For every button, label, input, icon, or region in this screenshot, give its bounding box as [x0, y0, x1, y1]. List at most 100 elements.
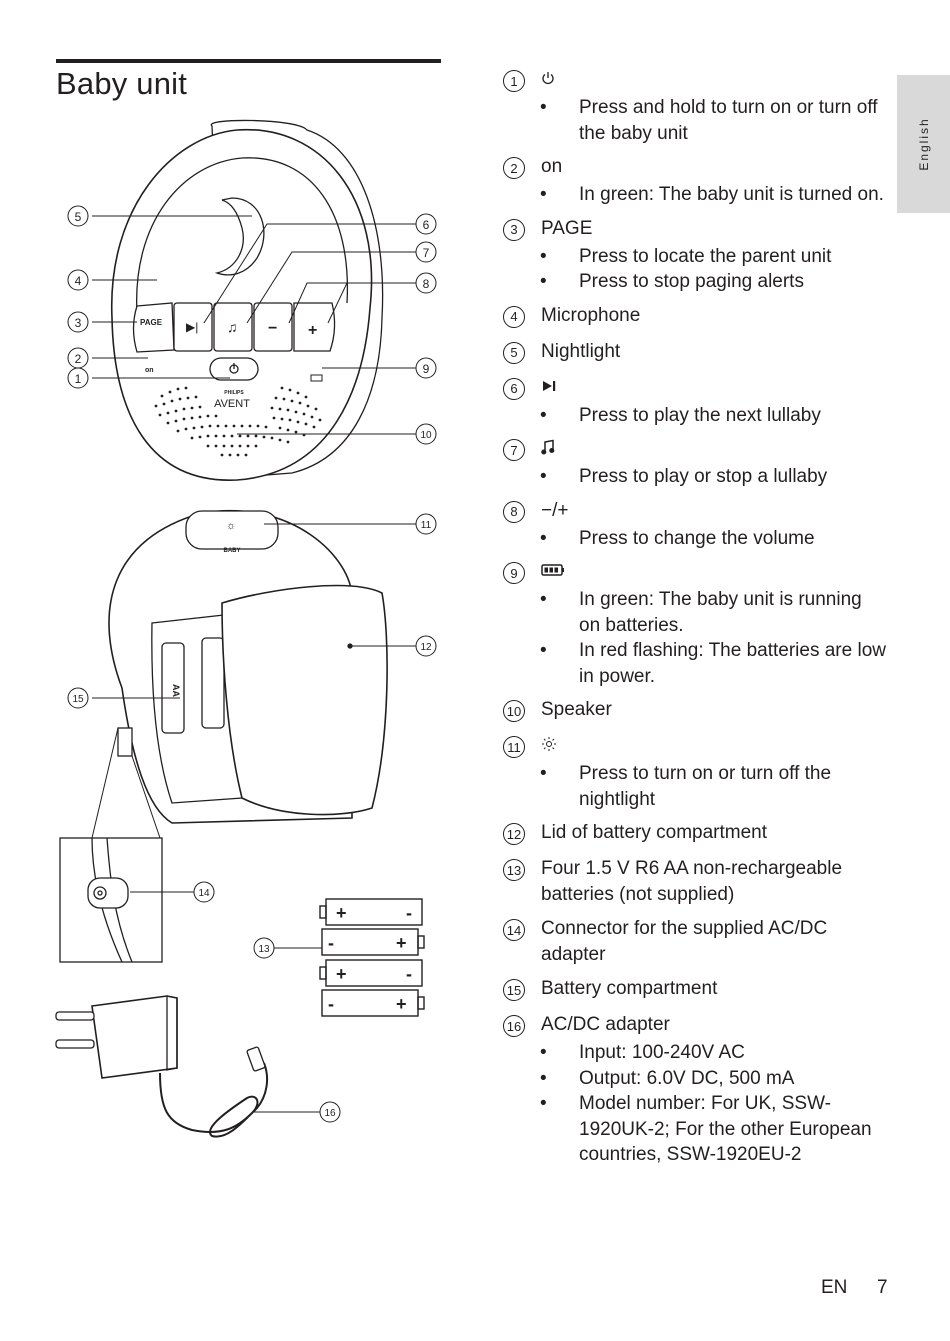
item-bullets: In green: The baby unit is turned on.: [503, 182, 888, 208]
moon-shape: [214, 197, 265, 276]
battery-3: [325, 959, 423, 987]
music-button: [213, 302, 253, 352]
battery-icon: [541, 559, 565, 581]
item-bullets: In green: The baby unit is running on ba…: [503, 587, 888, 689]
svg-text:14: 14: [198, 888, 210, 899]
svg-text:15: 15: [72, 694, 84, 705]
bullet-text: In green: The baby unit is running on ba…: [503, 587, 888, 638]
bullet-text: In green: The baby unit is turned on.: [503, 182, 888, 208]
list-item: 12 Lid of battery compartment: [503, 820, 888, 848]
svg-text:10: 10: [420, 430, 432, 441]
list-item: 14 Connector for the supplied AC/DC adapt…: [503, 916, 888, 968]
front-rim: [136, 157, 349, 314]
callout-circles: 5 4 3 2 1 6 7 8 9 10 11 12 15 14 13 16: [67, 205, 437, 1123]
item-bullets: Press to change the volume: [503, 526, 888, 552]
bullet-text: Press and hold to turn on or turn off th…: [503, 95, 888, 146]
front-callouts: [92, 215, 416, 435]
callout-13: [253, 937, 275, 959]
item-heading: 7: [503, 436, 888, 464]
battery-2: [321, 928, 419, 956]
item-label: Speaker: [541, 699, 612, 720]
item-number: 14: [503, 919, 525, 941]
bullet-text: In red flashing: The batteries are low i…: [503, 638, 888, 689]
nightlight-button-icon: ☼: [226, 520, 236, 532]
item-number: 15: [503, 979, 525, 1001]
page-title: Baby unit: [56, 66, 188, 101]
svg-text:3: 3: [75, 316, 82, 330]
on-indicator-label: on: [145, 367, 154, 374]
list-item: 6Press to play the next lullaby: [503, 375, 888, 429]
item-label: −/+: [541, 499, 569, 521]
baby-unit-illustration: PAGE ▶| ♫ − + on PHILIPS AVENT: [55, 119, 437, 1138]
connector-detail: [59, 837, 194, 963]
svg-text:16: 16: [324, 1108, 336, 1119]
item-number: 4: [503, 305, 525, 328]
baby-label: BABY: [223, 548, 240, 554]
item-number: 9: [503, 562, 525, 584]
svg-text:5: 5: [75, 210, 82, 224]
item-number: 8: [503, 500, 525, 523]
play-next-icon: [541, 375, 557, 397]
bullet-text: Press to turn on or turn off the nightli…: [503, 761, 888, 812]
item-heading: 14 Connector for the supplied AC/DC adapt…: [503, 916, 888, 968]
svg-text:6: 6: [423, 218, 430, 232]
aa-battery-label: AA: [171, 684, 181, 697]
list-item: 11Press to turn on or turn off the night…: [503, 733, 888, 812]
nightlight-icon: [541, 733, 557, 755]
item-label: on: [541, 156, 563, 177]
item-label: AC/DC adapter: [541, 1014, 670, 1035]
adapter-pin-1: [55, 1011, 95, 1021]
item-number: 3: [503, 218, 525, 241]
svg-text:2: 2: [75, 352, 82, 366]
callout-4: [67, 269, 89, 291]
front-view: PAGE ▶| ♫ − + on PHILIPS AVENT: [92, 119, 416, 481]
svg-text:4: 4: [75, 274, 82, 288]
item-bullets: Press to play the next lullaby: [503, 403, 888, 429]
callout-7: [415, 241, 437, 263]
plus-button-icon: +: [308, 322, 317, 339]
nightlight-button: [185, 510, 279, 550]
callout-12: [415, 635, 437, 657]
bullet-text: Press to locate the parent unit: [503, 244, 888, 270]
item-label: Connector for the supplied AC/DC adapter: [541, 918, 828, 965]
item-label: Lid of battery compartment: [541, 822, 767, 843]
item-number: 12: [503, 823, 525, 845]
bullet-text: Input: 100-240V AC: [503, 1040, 888, 1066]
component-list: 1Press and hold to turn on or turn off t…: [503, 67, 888, 1176]
next-button: [173, 302, 213, 352]
brand-label: PHILIPS: [224, 390, 244, 396]
plus-button: [293, 302, 336, 352]
item-bullets: Input: 100-240V ACOutput: 6.0V DC, 500 m…: [503, 1040, 888, 1168]
back-view: ☼ BABY AA: [91, 509, 416, 839]
callout-14: [193, 881, 215, 903]
minus-button: [253, 302, 293, 352]
bullet-text: Press to stop paging alerts: [503, 269, 888, 295]
next-button-icon: ▶|: [186, 320, 198, 334]
item-bullets: Press to play or stop a lullaby: [503, 464, 888, 490]
svg-text:12: 12: [420, 642, 432, 653]
list-item: 2onIn green: The baby unit is turned on.: [503, 154, 888, 208]
dc-jack: [93, 886, 107, 900]
callout-9: [415, 357, 437, 379]
callout-1: [67, 367, 89, 389]
item-label: PAGE: [541, 217, 593, 239]
button-row: PAGE ▶| ♫ − +: [132, 302, 336, 353]
item-label: Nightlight: [541, 340, 621, 362]
item-number: 1: [503, 70, 525, 92]
callout-5: [67, 205, 89, 227]
svg-text:13: 13: [258, 944, 270, 955]
list-item: 1Press and hold to turn on or turn off t…: [503, 67, 888, 146]
brand-sub-label: AVENT: [214, 398, 250, 410]
music-note-icon: [541, 436, 555, 458]
callout-10: [415, 423, 437, 445]
item-bullets: Press and hold to turn on or turn off th…: [503, 95, 888, 146]
item-number: 7: [503, 439, 525, 461]
